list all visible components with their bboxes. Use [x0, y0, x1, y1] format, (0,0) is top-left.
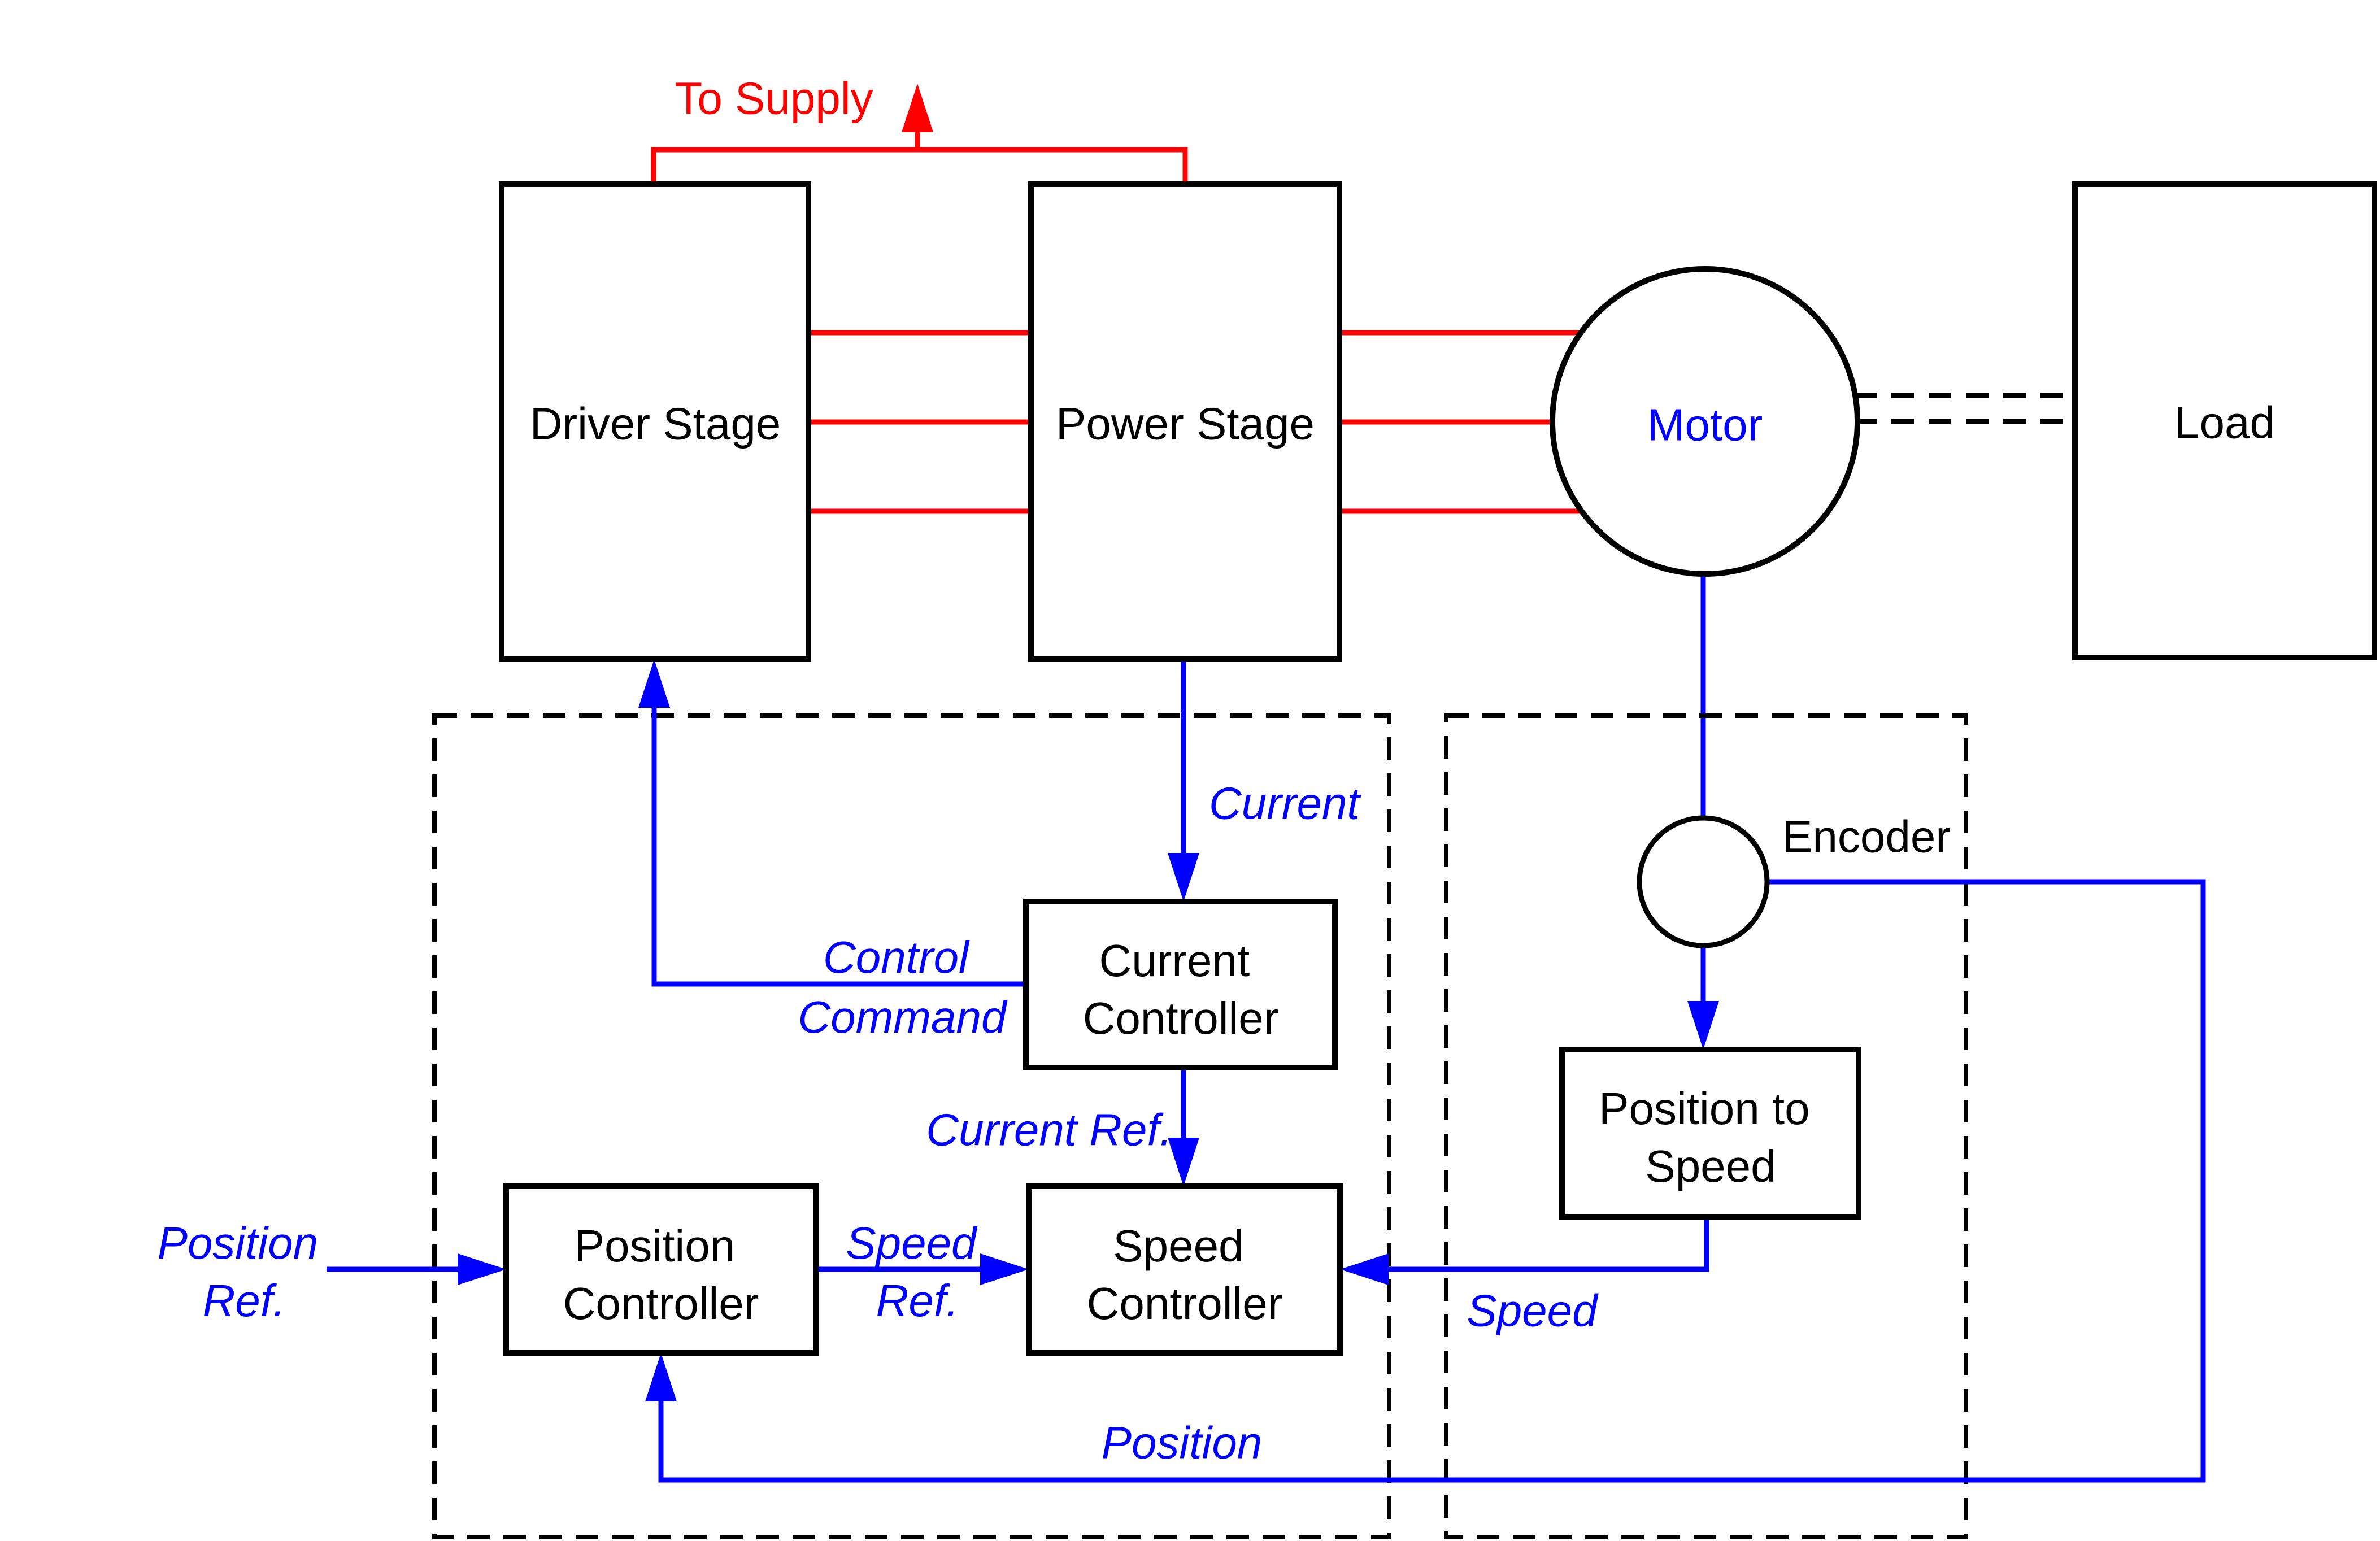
controller-dashed-enclosure [432, 713, 1391, 1539]
speed-feedback-wire [1386, 1217, 1709, 1272]
speed-controller-box [1026, 1183, 1343, 1356]
speed-signal-label: Speed [1467, 1286, 1599, 1336]
to-supply-arrowhead [902, 84, 933, 132]
position-feedback-wire [658, 879, 2206, 1483]
control-command-wire [651, 707, 1026, 987]
current-ref-signal-label: Current Ref. [926, 1105, 1172, 1155]
position-signal-label: Position [1102, 1418, 1263, 1468]
position-to-speed-box [1559, 1047, 1861, 1220]
to-supply-label: To Supply [675, 73, 873, 124]
supply-bus-wire [651, 147, 1188, 185]
control-command-signal-label: Control Command [798, 932, 1008, 1042]
encoder-label: Encoder [1782, 812, 1951, 862]
current-feedback-arrowhead [1168, 853, 1199, 902]
position-controller-box [503, 1183, 819, 1356]
position-controller-label: Position Controller [563, 1221, 759, 1329]
speed-ref-arrowhead [980, 1253, 1029, 1285]
current-ref-arrowhead [1168, 1138, 1199, 1186]
feedback-dashed-enclosure [1444, 713, 1968, 1539]
position-ref-arrowhead [458, 1253, 506, 1285]
speed-controller-label: Speed Controller [1087, 1221, 1283, 1329]
position-ref-signal-label: Position Ref. [158, 1218, 331, 1326]
power-stage-label: Power Stage [1056, 399, 1315, 449]
control-command-arrowhead [638, 659, 670, 708]
load-label: Load [2174, 398, 2275, 448]
current-controller-box [1023, 899, 1338, 1070]
position-to-speed-label: Position to Speed [1599, 1083, 1822, 1191]
speed-feedback-arrowhead [1340, 1253, 1389, 1285]
driver-stage-box [499, 181, 811, 662]
motor-circle [1550, 266, 1860, 577]
power-stage-box [1028, 181, 1342, 662]
motor-label: Motor [1647, 400, 1763, 450]
current-signal-label: Current [1209, 778, 1361, 829]
encoder-circle [1637, 815, 1770, 948]
encoder-position-arrowhead [1687, 1001, 1719, 1050]
position-feedback-arrowhead [645, 1353, 677, 1401]
driver-stage-label: Driver Stage [530, 399, 781, 449]
current-controller-label: Current Controller [1083, 935, 1279, 1043]
load-box [2072, 181, 2377, 660]
speed-ref-signal-label: Speed Ref. [846, 1218, 989, 1326]
